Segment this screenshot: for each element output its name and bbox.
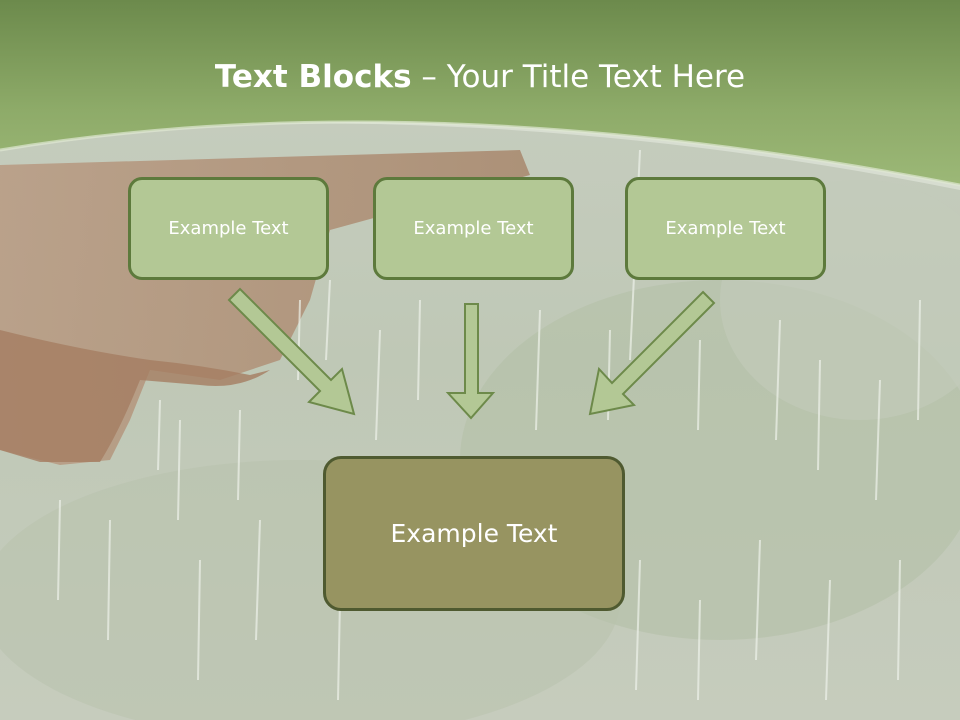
arrow-center <box>445 303 496 420</box>
text-block-2[interactable]: Example Text <box>373 177 574 280</box>
title-bold: Text Blocks <box>214 59 412 95</box>
title-separator: – <box>411 59 447 95</box>
arrow-left <box>227 287 356 416</box>
title-text: Your Title Text Here <box>446 59 746 95</box>
text-block-1[interactable]: Example Text <box>128 177 329 280</box>
text-block-2-label: Example Text <box>413 218 534 239</box>
result-text-block[interactable]: Example Text <box>323 456 625 611</box>
arrow-right <box>588 290 716 416</box>
text-block-3-label: Example Text <box>665 218 786 239</box>
slide-title: Text Blocks – Your Title Text Here <box>0 52 960 102</box>
text-block-1-label: Example Text <box>168 218 289 239</box>
text-block-3[interactable]: Example Text <box>625 177 826 280</box>
result-text-block-label: Example Text <box>390 519 558 548</box>
